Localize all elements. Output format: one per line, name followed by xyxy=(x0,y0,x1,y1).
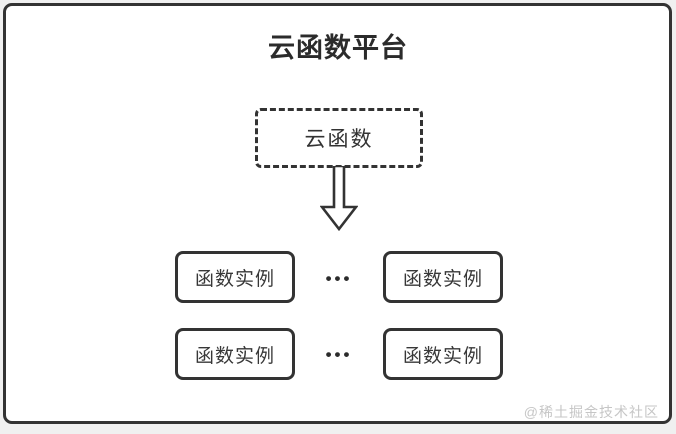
function-instance-label: 函数实例 xyxy=(402,345,483,367)
cloud-function-box: 云函数 xyxy=(255,108,423,168)
function-instance-label: 函数实例 xyxy=(194,268,275,290)
function-instance-box: 函数实例 xyxy=(175,328,295,380)
function-instance-box: 函数实例 xyxy=(175,251,295,303)
cloud-function-label: 云函数 xyxy=(304,128,374,151)
watermark: @稀土掘金技术社区 xyxy=(523,404,659,420)
ellipsis-dots: ••• xyxy=(325,345,353,364)
down-arrow-icon xyxy=(320,166,358,232)
diagram-title: 云函数平台 xyxy=(268,33,408,63)
function-instance-box: 函数实例 xyxy=(383,251,503,303)
ellipsis-dots: ••• xyxy=(325,269,353,288)
function-instance-label: 函数实例 xyxy=(194,345,275,367)
function-instance-label: 函数实例 xyxy=(402,268,483,290)
function-instance-box: 函数实例 xyxy=(383,328,503,380)
